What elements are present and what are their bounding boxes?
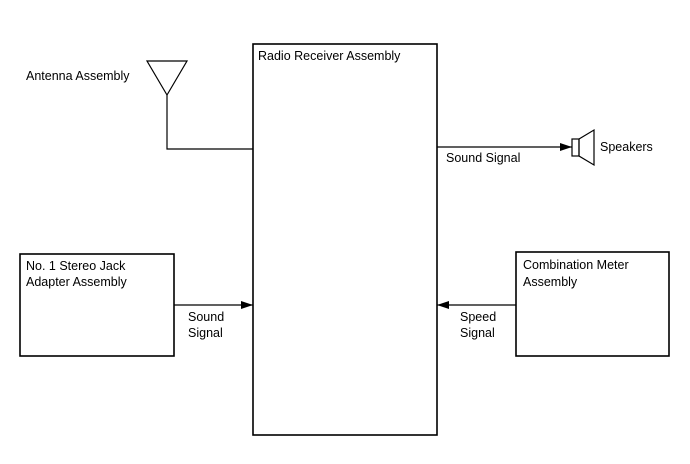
antenna-icon: [145, 60, 189, 97]
radio-receiver-box: [252, 43, 438, 436]
radio-receiver-label: Radio Receiver Assembly: [258, 49, 401, 63]
speaker-icon: [571, 128, 595, 167]
combination-meter-box: [515, 251, 670, 357]
sound-signal-out-label: Sound Signal: [446, 151, 520, 165]
combination-meter-label-line2: Assembly: [523, 275, 578, 289]
speed-signal-label-line1: Speed: [460, 310, 496, 324]
sound-signal-in-label-line2: Signal: [188, 326, 223, 340]
antenna-label: Antenna Assembly: [26, 69, 130, 83]
combination-meter-label-line1: Combination Meter: [523, 258, 629, 272]
speed-signal-label-line2: Signal: [460, 326, 495, 340]
speakers-label: Speakers: [600, 140, 653, 154]
stereo-jack-label-line1: No. 1 Stereo Jack: [26, 259, 126, 273]
antenna-feed-line: [166, 95, 253, 150]
stereo-jack-label-line2: Adapter Assembly: [26, 275, 127, 289]
sound-signal-in-label-line1: Sound: [188, 310, 224, 324]
